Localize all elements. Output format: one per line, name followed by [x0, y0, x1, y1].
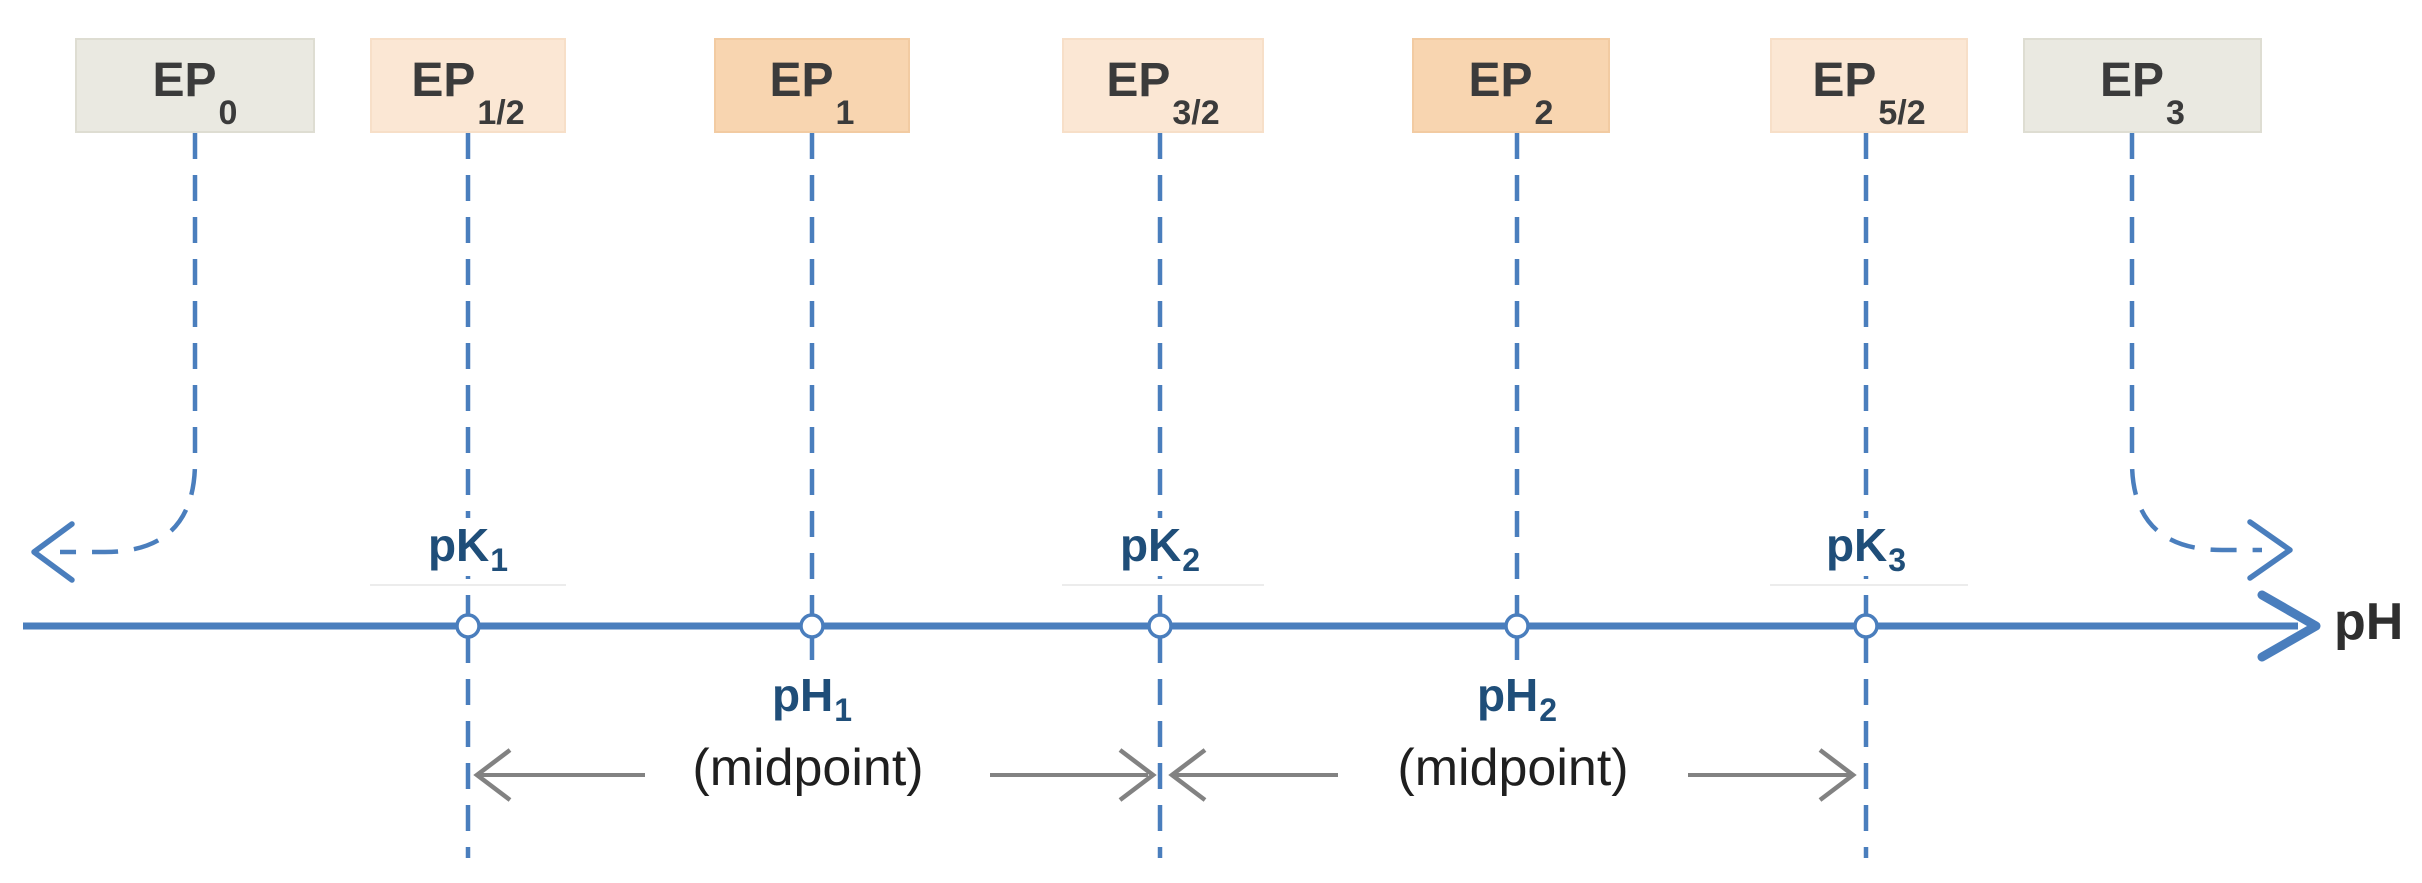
pk2-label: pK2 — [1107, 518, 1213, 578]
midpoint2-caption: (midpoint) — [1387, 738, 1639, 798]
midpoint2-right-arrowhead-icon — [1818, 748, 1857, 802]
ep0-dashed-curve — [60, 133, 198, 555]
ep-box-ep-five-half: EP5/2 — [1770, 38, 1968, 133]
ep-box-ep3: EP3 — [2023, 38, 2262, 133]
midpoint1-right-arrowhead-icon — [1118, 748, 1157, 802]
ep-box-ep-half: EP1/2 — [370, 38, 566, 133]
ep-box-ep-three-half: EP3/2 — [1062, 38, 1264, 133]
ep-half-label: EP1/2 — [411, 54, 525, 132]
ep-box-ep1: EP1 — [714, 38, 910, 133]
ep0-label: EP0 — [152, 54, 238, 132]
pk2-circle-marker — [1147, 613, 1173, 639]
pk3-circle-marker — [1853, 613, 1879, 639]
pk3-label: pK3 — [1813, 518, 1919, 578]
midpoint1-left-arrowhead-icon — [473, 748, 512, 802]
pk1-label: pK1 — [415, 518, 521, 578]
ep-five-half-label: EP5/2 — [1812, 54, 1926, 132]
ep-box-ep0: EP0 — [75, 38, 315, 133]
ep3-arrowhead-right-icon — [2247, 519, 2293, 581]
ep0-arrowhead-left-icon — [31, 521, 75, 583]
ep2-circle-marker — [1504, 613, 1530, 639]
midpoint1-caption: (midpoint) — [682, 738, 934, 798]
faint-line-pk2 — [1062, 584, 1264, 586]
ep2-label: EP2 — [1468, 54, 1554, 132]
ep1-circle-marker — [799, 613, 825, 639]
ep-three-half-label: EP3/2 — [1106, 54, 1220, 132]
ep3-dashed-curve — [2129, 133, 2262, 553]
midpoint2-left-arrowhead-icon — [1168, 748, 1207, 802]
ep3-label: EP3 — [2100, 54, 2185, 132]
ep-box-ep2: EP2 — [1412, 38, 1610, 133]
faint-line-pk3 — [1770, 584, 1968, 586]
pk1-circle-marker — [455, 613, 481, 639]
ph-axis-label: pH — [2334, 593, 2404, 651]
ph2-label: pH2 — [1476, 669, 1558, 729]
ph1-label: pH1 — [771, 669, 853, 729]
faint-line-pk1 — [370, 584, 566, 586]
ep1-label: EP1 — [769, 54, 855, 132]
ph-axis-arrowhead-icon — [2257, 590, 2321, 662]
